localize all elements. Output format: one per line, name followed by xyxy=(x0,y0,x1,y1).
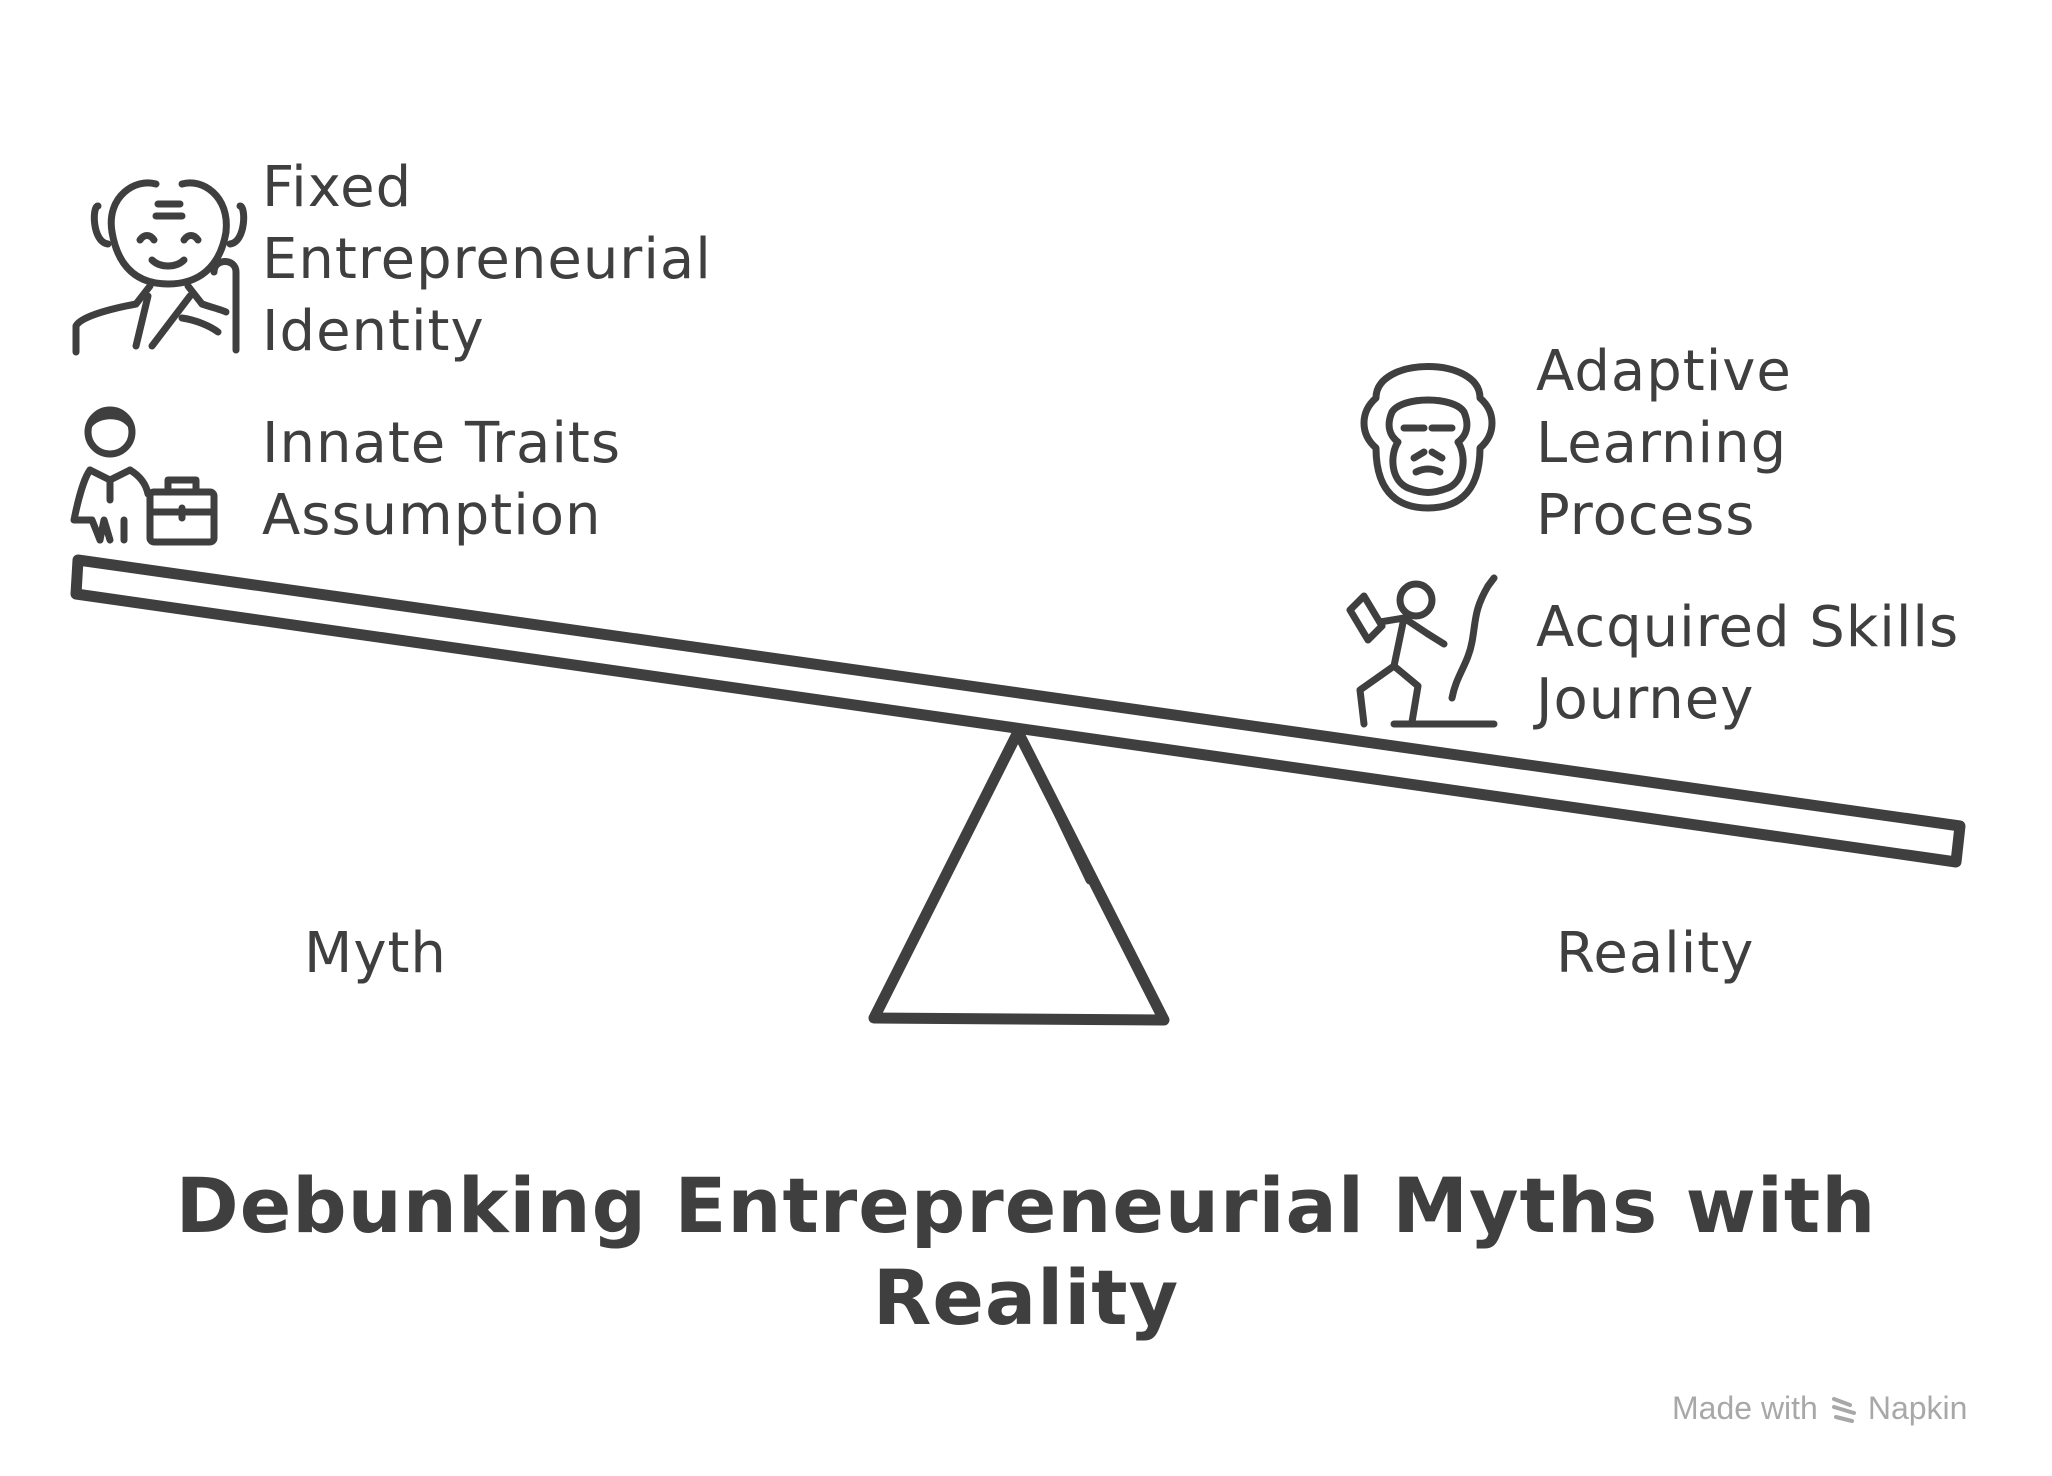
watermark-brand: Napkin xyxy=(1867,1390,1968,1426)
seesaw-plank xyxy=(70,554,1966,868)
businessperson-briefcase-icon xyxy=(70,406,218,546)
diagram-title: Debunking Entrepreneurial Myths with Rea… xyxy=(0,1160,2052,1344)
napkin-logo-icon xyxy=(1831,1397,1856,1423)
diagram-title-line-2: Reality xyxy=(872,1253,1180,1342)
myth-item-innate-traits: Innate Traits Assumption xyxy=(262,408,621,552)
diagram-title-line-1: Debunking Entrepreneurial Myths with xyxy=(175,1161,1877,1250)
reality-item-line: Acquired Skills xyxy=(1536,595,1960,660)
reality-item-line: Process xyxy=(1536,483,1756,548)
seesaw-fulcrum xyxy=(868,726,1170,1026)
myth-item-line: Assumption xyxy=(262,483,602,548)
elderly-man-icon xyxy=(72,179,248,356)
reality-item-adaptive-learning: Adaptive Learning Process xyxy=(1536,336,1792,552)
myth-item-line: Fixed xyxy=(262,155,413,220)
climber-icon xyxy=(1346,574,1498,728)
reality-item-line: Adaptive xyxy=(1536,339,1792,404)
myth-item-fixed-identity: Fixed Entrepreneurial Identity xyxy=(262,152,712,368)
reality-item-acquired-skills: Acquired Skills Journey xyxy=(1536,592,1959,736)
reality-item-line: Journey xyxy=(1536,667,1755,732)
watermark-prefix: Made with xyxy=(1672,1390,1818,1426)
myth-item-line: Entrepreneurial xyxy=(262,227,712,292)
watermark[interactable]: Made with Napkin xyxy=(1672,1386,2012,1430)
myth-label: Myth xyxy=(304,921,447,986)
reality-label: Reality xyxy=(1556,921,1755,986)
myth-item-line: Identity xyxy=(262,299,485,364)
reality-item-line: Learning xyxy=(1536,411,1788,476)
myth-item-line: Innate Traits xyxy=(262,411,622,476)
ape-face-icon xyxy=(1360,363,1496,512)
